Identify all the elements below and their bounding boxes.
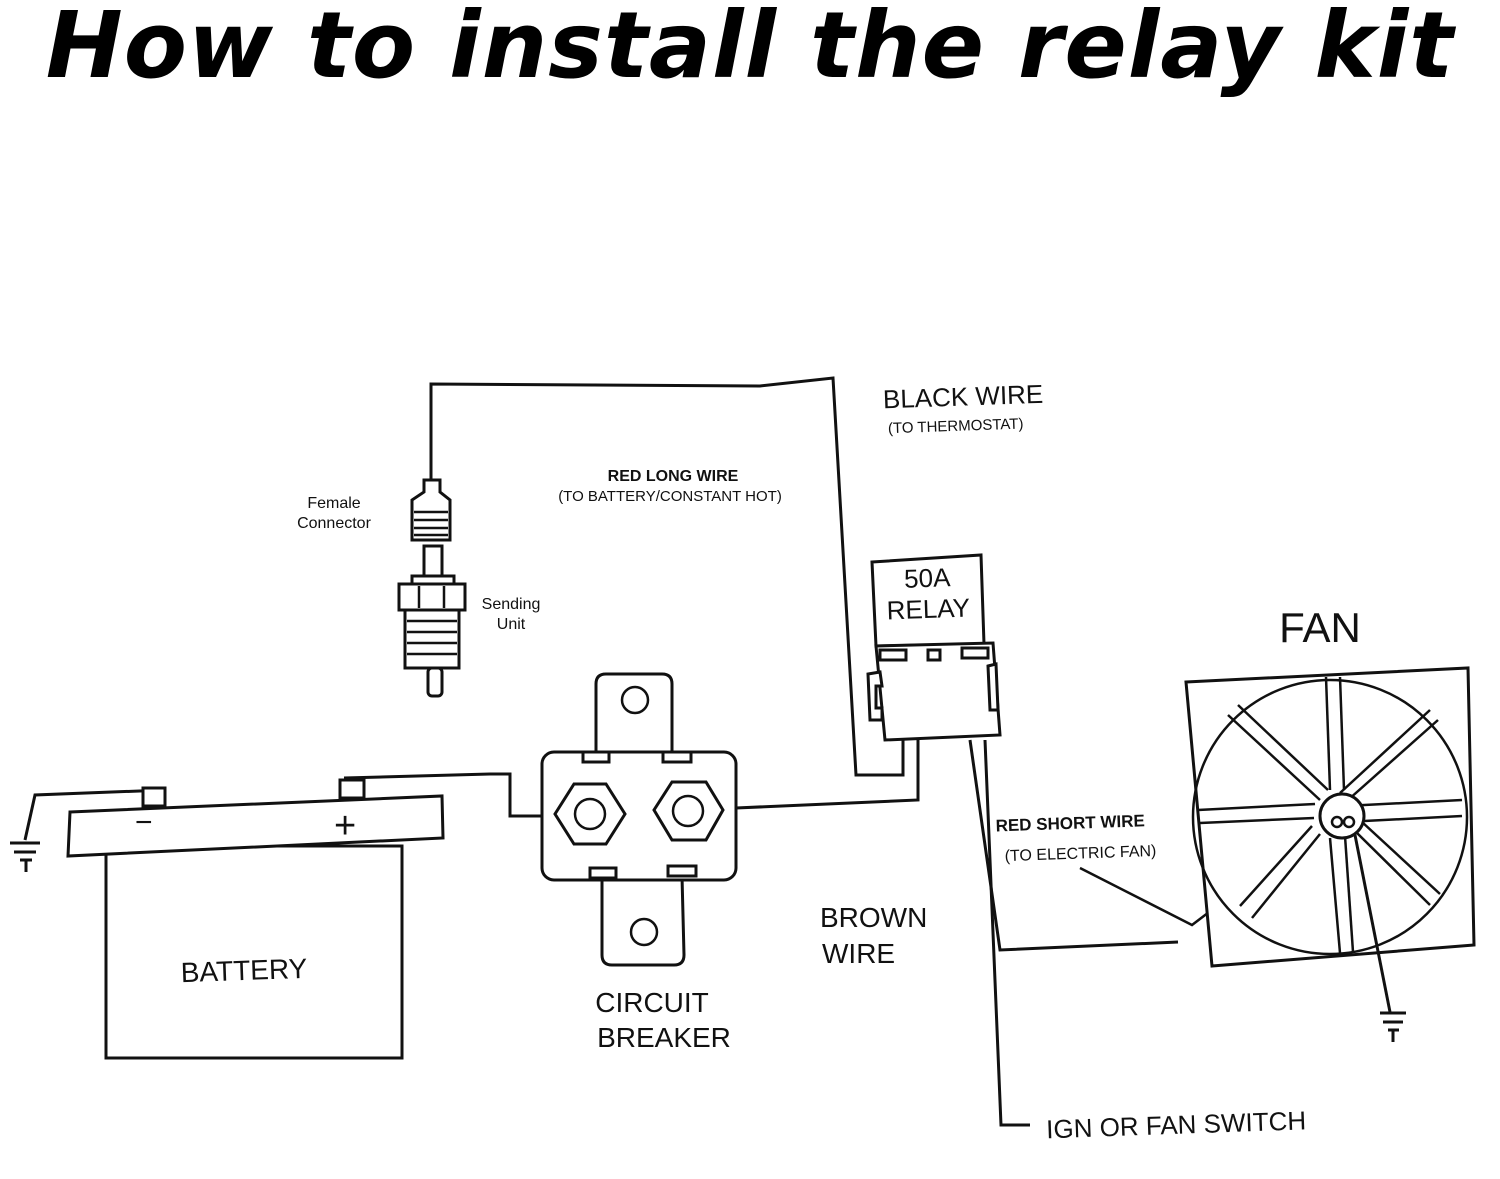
black-wire-sublabel: (TO THERMOSTAT) — [888, 416, 1024, 438]
female-connector-label-1: Female — [307, 495, 360, 512]
circuit-breaker-label-1: CIRCUIT — [595, 987, 709, 1018]
fan-label: FAN — [1279, 604, 1361, 651]
brown-wire — [983, 739, 1030, 1127]
ground-icon — [10, 841, 40, 872]
breaker-to-relay-wire — [735, 740, 920, 810]
sending-unit-label-1: Sending — [482, 596, 541, 613]
battery-to-breaker-wire — [343, 772, 544, 818]
relay-label-1: 50A — [904, 562, 952, 594]
relay-label-2: RELAY — [886, 593, 970, 626]
circuit-breaker-label-2: BREAKER — [597, 1022, 731, 1053]
page-title: How to install the relay kit — [45, 0, 1455, 99]
battery-ground-wire — [23, 788, 166, 841]
circuit-breaker — [540, 672, 738, 967]
black-wire-label: BLACK WIRE — [882, 379, 1043, 415]
battery-negative-symbol: − — [135, 806, 153, 839]
ign-switch-label: IGN OR FAN SWITCH — [1046, 1105, 1307, 1144]
relay — [866, 553, 1002, 742]
brown-wire-label-2: WIRE — [822, 938, 895, 969]
fan — [1184, 666, 1476, 968]
female-connector-label-2: Connector — [297, 515, 371, 532]
battery-label: BATTERY — [180, 953, 308, 988]
battery-positive-symbol: + — [334, 805, 356, 847]
red-long-wire-label: RED LONG WIRE — [608, 468, 739, 485]
red-short-wire — [968, 739, 1179, 952]
red-short-wire-sublabel: (TO ELECTRIC FAN) — [1004, 843, 1156, 865]
female-connector — [410, 478, 452, 542]
brown-wire-label-1: BROWN — [820, 902, 927, 933]
red-long-wire-sublabel: (TO BATTERY/CONSTANT HOT) — [558, 488, 782, 505]
fan-ground-icon — [1380, 1011, 1406, 1042]
sending-unit-label-2: Unit — [497, 616, 526, 633]
battery — [66, 778, 445, 1060]
red-short-wire-label: RED SHORT WIRE — [995, 811, 1145, 835]
fan-ground-wire — [1353, 834, 1392, 1013]
black-wire — [429, 376, 905, 777]
sending-unit — [397, 544, 467, 698]
